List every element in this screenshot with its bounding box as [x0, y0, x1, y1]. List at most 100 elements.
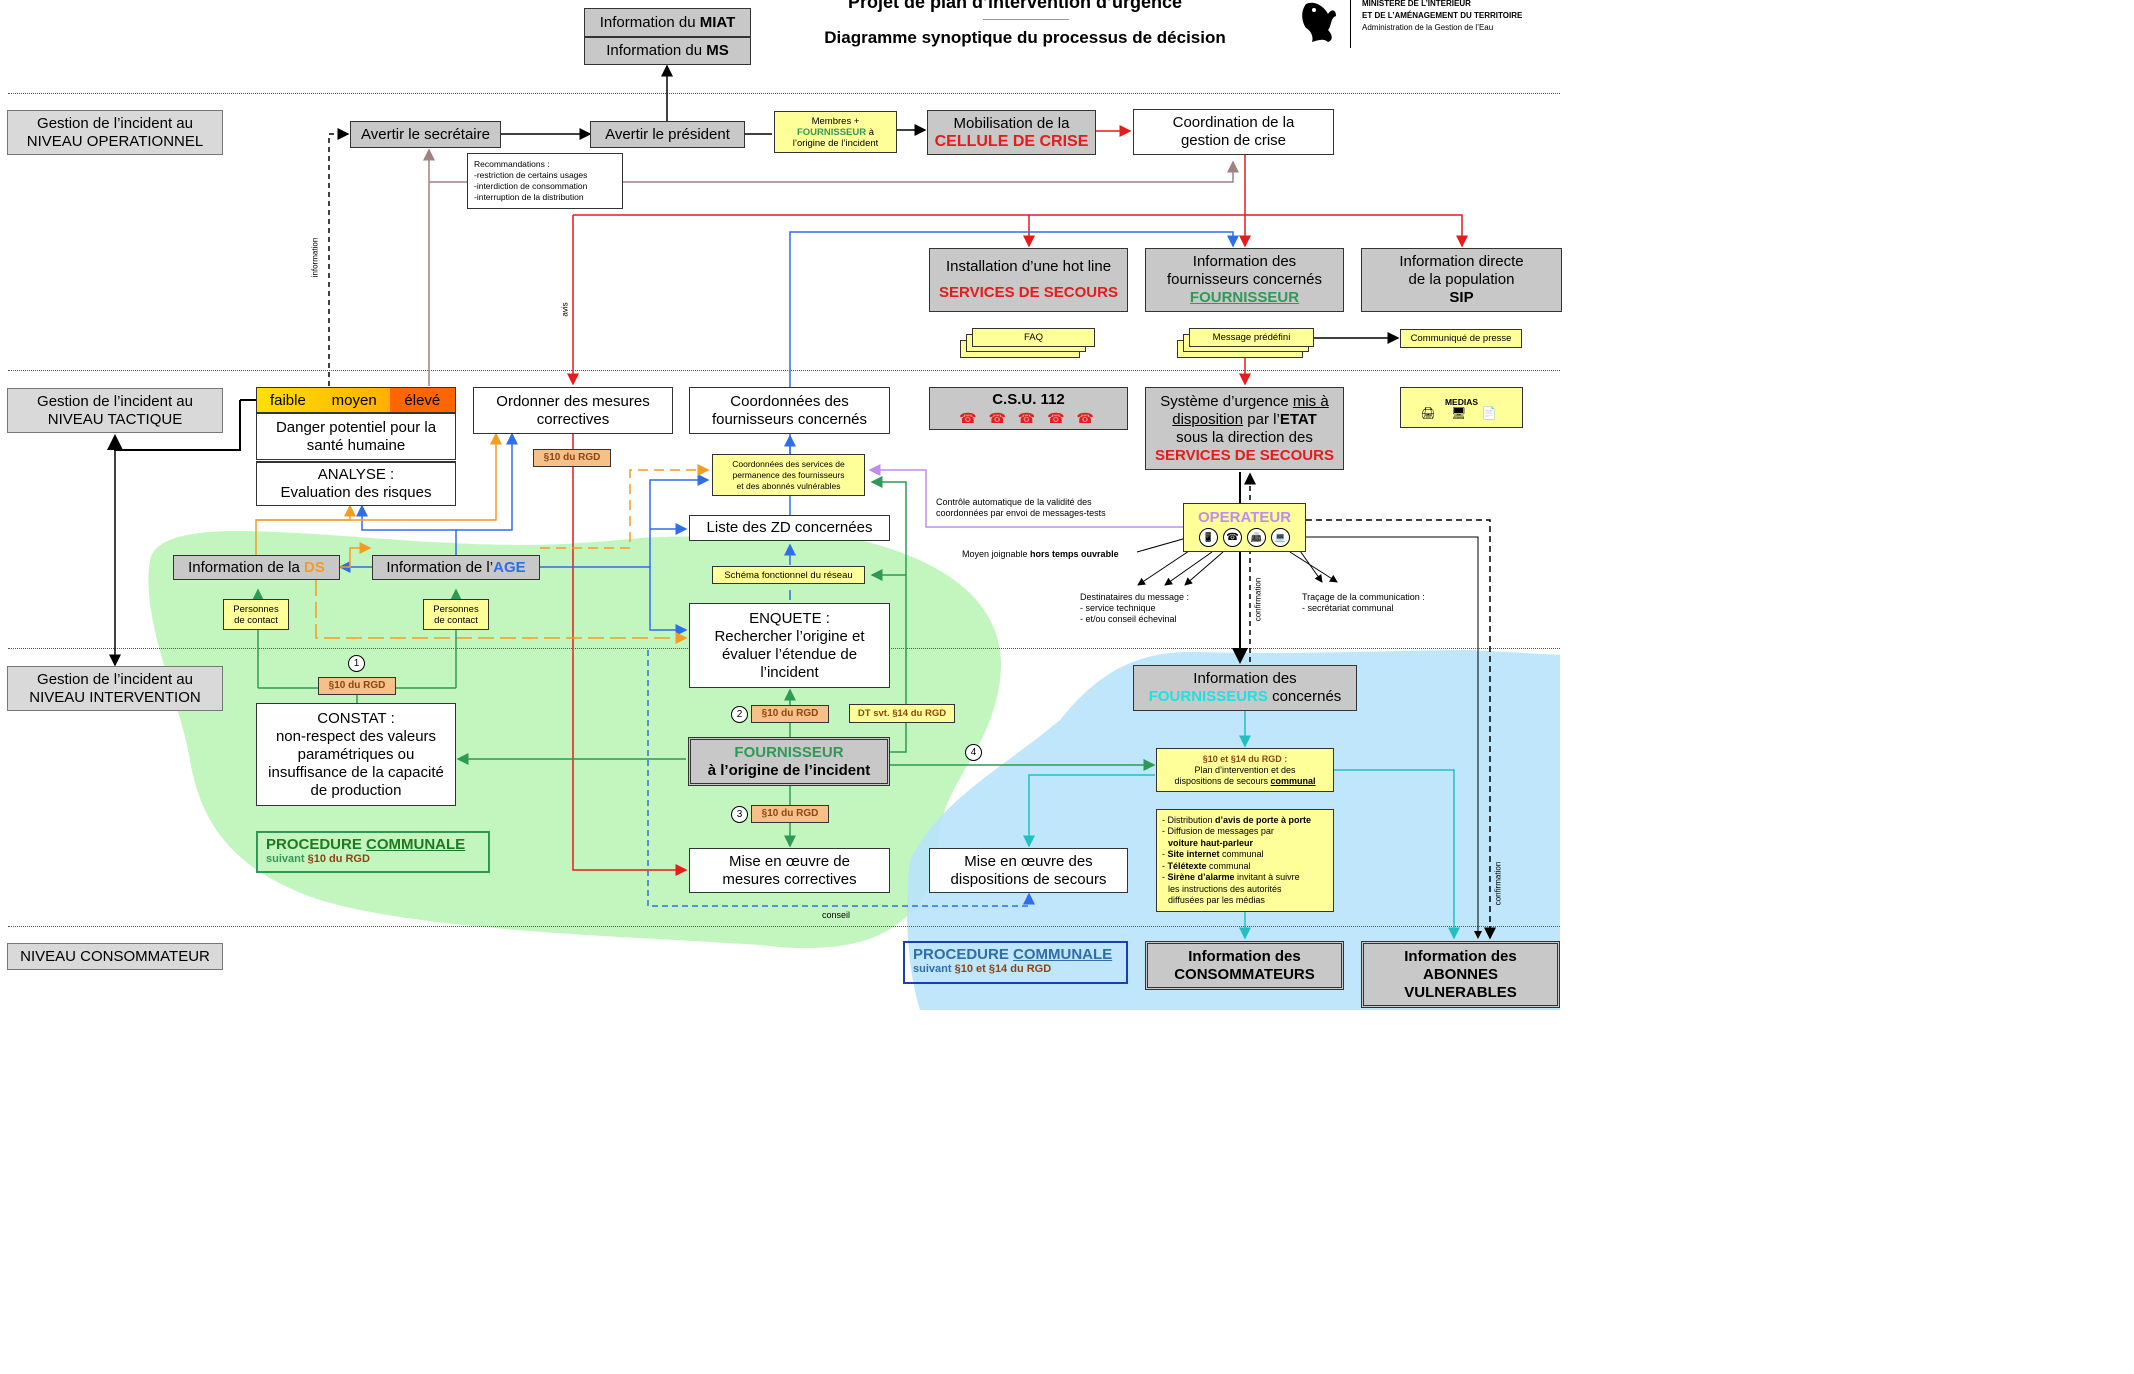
medias-title: MEDIAS — [1444, 396, 1479, 407]
coordination-box: Coordination de la gestion de crise — [1133, 109, 1334, 155]
info-abonnes-line2: ABONNES — [1422, 965, 1498, 983]
constat-line2: non-respect des valeurs — [275, 727, 437, 745]
info-ds-prefix: Information de la — [188, 558, 305, 576]
mise-oeuvre-mesures-box: Mise en œuvre de mesures correctives — [689, 848, 890, 893]
enquete-line4: l’incident — [760, 663, 819, 681]
fournisseur-origine-box: FOURNISSEUR à l’origine de l’incident — [688, 737, 890, 786]
enquete-box: ENQUETE : Rechercher l’origine et évalue… — [689, 603, 890, 688]
avis-label: avis — [560, 302, 570, 317]
constat-line4: insuffisance de la capacité — [268, 763, 444, 781]
systeme-mis-a-disposition: mis à disposition — [1172, 392, 1329, 428]
hotline-box: Installation d’une hot line SERVICES DE … — [929, 248, 1128, 312]
personnes-line2: de contact — [234, 614, 278, 626]
tracage-line1: Traçage de la communication : — [1302, 592, 1425, 602]
tracage-line2: - secrétariat communal — [1302, 603, 1394, 613]
confirmation-label: confirmation — [1493, 861, 1503, 906]
procedure2-communale: COMMUNALE — [1013, 946, 1113, 963]
level-consommateur: NIVEAU CONSOMMATEUR — [7, 943, 223, 970]
analyse-box: ANALYSE : Evaluation des risques — [256, 461, 456, 506]
mobilisation-box: Mobilisation de la CELLULE DE CRISE — [927, 110, 1096, 155]
ministry-line1: MINISTÈRE DE L’INTÉRIEUR — [1362, 0, 1471, 8]
distribution-line3: voiture haut-parleur — [1162, 838, 1253, 850]
distribution-voiture: voiture haut-parleur — [1168, 837, 1254, 848]
membres-line2: FOURNISSEUR à — [797, 127, 874, 138]
faq-box: FAQ — [972, 328, 1095, 347]
info-ms-acronym: MS — [706, 42, 729, 59]
constat-line1: CONSTAT : — [317, 709, 395, 727]
rgd10-box: §10 du RGD — [751, 805, 829, 823]
info-ds: Information de la DS — [188, 559, 325, 577]
info-ms: Information du MS — [606, 42, 729, 60]
mobile-icon: 📱 — [1199, 528, 1218, 547]
danger-line1: Danger potentiel pour la — [275, 418, 437, 436]
info-fournisseurs-acronym: FOURNISSEUR — [1189, 289, 1300, 306]
level-intervention: Gestion de l’incident au NIVEAU INTERVEN… — [7, 666, 223, 711]
distribution-line2: - Diffusion de messages par — [1162, 826, 1274, 836]
destinataires-line2: - service technique — [1080, 603, 1156, 613]
procedure2-suivant: suivant — [913, 963, 955, 975]
schema-box: Schéma fonctionnel du réseau — [712, 566, 865, 584]
info-abonnes-line3: VULNERABLES — [1404, 983, 1517, 1001]
csu-box: C.S.U. 112 ☎ ☎ ☎ ☎ ☎ — [929, 387, 1128, 430]
mise-oeuvre-mesures-line1: Mise en œuvre de — [729, 852, 850, 870]
title-underline — [983, 19, 1069, 20]
coordonnees-line2: fournisseurs concernés — [711, 410, 868, 428]
avertir-secretaire: Avertir le secrétaire — [350, 121, 501, 148]
procedure2-rgd: §10 et §14 du RGD — [954, 963, 1052, 975]
ministry-line3: Administration de la Gestion de l’Eau — [1362, 23, 1494, 32]
info-consommateurs-line1: Information des — [1188, 947, 1301, 965]
info-age-acronym: AGE — [493, 558, 526, 576]
distribution-line5: - Télétexte communal — [1162, 860, 1251, 871]
info-abonnes-box: Information des ABONNES VULNERABLES — [1361, 941, 1560, 1008]
info-miat-prefix: Information du — [599, 13, 700, 31]
moyen-bold: hors temps ouvrable — [1030, 549, 1119, 559]
mobilisation-line1: Mobilisation de la — [953, 114, 1070, 132]
rgd10-box: §10 du RGD — [751, 705, 829, 723]
info-ds-box: Information de la DS — [173, 555, 340, 580]
distribution-line4: - Site internet communal — [1162, 849, 1264, 859]
systeme-services: SERVICES DE SECOURS — [1155, 446, 1334, 464]
systeme-par: par l’ — [1243, 410, 1280, 428]
rgd1014-prefix: dispositions de secours — [1174, 775, 1271, 786]
recommandations-title: Recommandations : — [474, 159, 550, 169]
coord-services-line3: et des abonnés vulnérables — [736, 480, 841, 491]
page-subtitle: Diagramme synoptique du processus de déc… — [824, 28, 1226, 47]
info-fournisseurs-int-suffix: concernés — [1267, 688, 1342, 705]
risk-low: faible — [269, 391, 306, 409]
rgd1014-communal: communal — [1270, 775, 1316, 786]
ordonner-line2: correctives — [536, 410, 610, 428]
distribution-prefix: - Distribution — [1162, 814, 1216, 825]
procedure1-rgd: §10 du RGD — [307, 853, 370, 865]
info-fournisseurs-box: Information des fournisseurs concernés F… — [1145, 248, 1344, 312]
info-fournisseurs-int-acronym: FOURNISSEURS — [1148, 688, 1268, 705]
constat-line3: paramétriques ou — [297, 745, 415, 763]
systeme-line2: sous la direction des — [1176, 428, 1313, 446]
page-title: Projet de plan d’intervention d’urgence — [847, 0, 1183, 12]
step-circle-1: 1 — [348, 655, 365, 672]
fax-icon: 📠 — [1247, 528, 1266, 547]
destinataires-line3: - et/ou conseil échevinal — [1080, 614, 1177, 624]
step-circle-3: 3 — [731, 806, 748, 823]
enquete-line1: ENQUETE : — [749, 609, 830, 627]
csu-title: C.S.U. 112 — [992, 390, 1065, 408]
coordonnees-line1: Coordonnées des — [730, 392, 849, 410]
separator — [8, 93, 1560, 94]
rgd1014-line1: §10 et §14 du RGD : — [1202, 753, 1288, 764]
conseil-label: conseil — [822, 910, 851, 920]
systeme-box: Système d’urgence mis à disposition par … — [1145, 387, 1344, 470]
controle-line2: coordonnées par envoi de messages-tests — [936, 508, 1106, 518]
distribution-site-suffix: communal — [1219, 849, 1264, 859]
connectors — [107, 64, 1496, 940]
recommandations-box: Recommandations : -restriction de certai… — [467, 153, 623, 209]
fournisseur-origine-line1: FOURNISSEUR — [734, 743, 844, 761]
coordonnees-box: Coordonnées des fournisseurs concernés — [689, 387, 890, 434]
info-ms-box: Information du MS — [584, 37, 751, 65]
membres-line1: Membres + — [811, 115, 860, 127]
level-tactique-line1: Gestion de l’incident au — [37, 392, 193, 410]
rgd10-box: §10 du RGD — [533, 449, 611, 467]
procedure-communale-2: PROCEDURE COMMUNALE suivant §10 et §14 d… — [903, 941, 1128, 984]
medias-box: MEDIAS 🖨 🖥 📄 — [1400, 387, 1523, 428]
separator — [8, 926, 1560, 927]
info-population-line2: de la population — [1408, 271, 1515, 288]
personnes-box-ds: Personnes de contact — [223, 599, 289, 630]
